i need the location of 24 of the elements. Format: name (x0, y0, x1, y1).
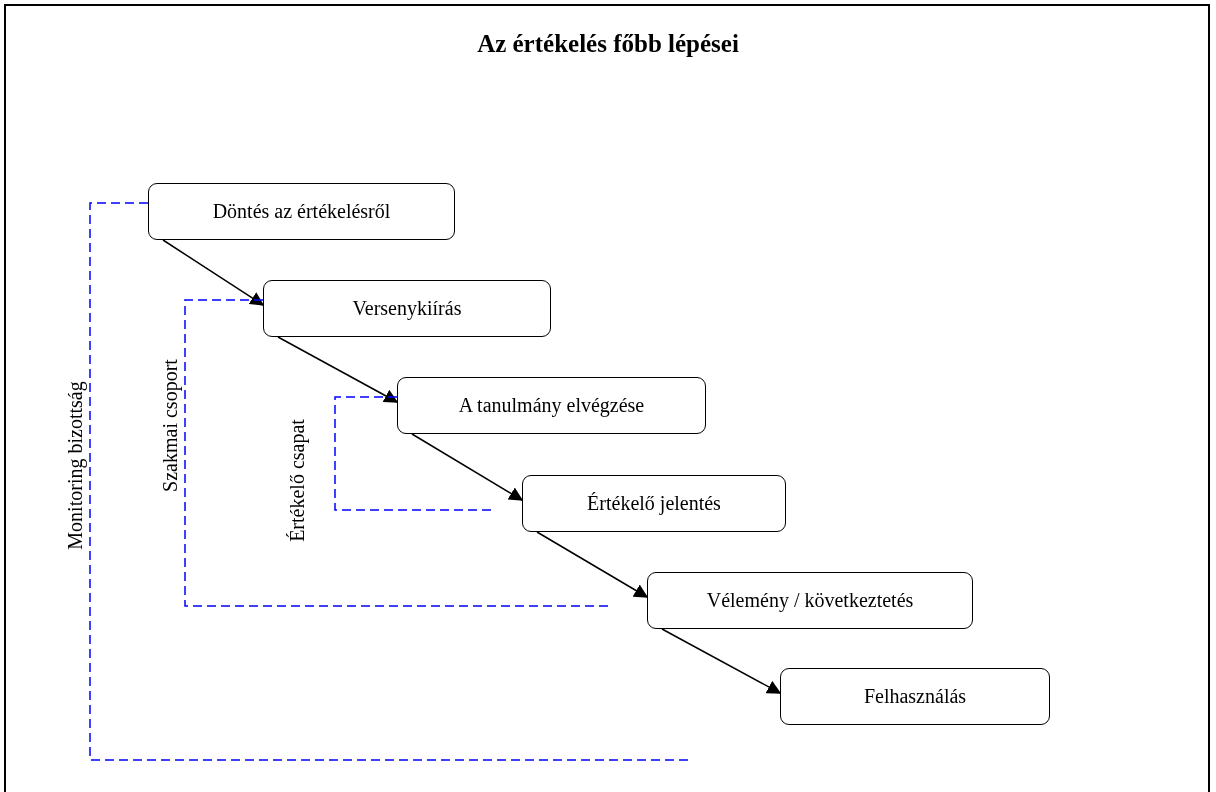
process-box (522, 475, 786, 532)
process-box (148, 183, 455, 240)
step-label: Értékelő jelentés (587, 492, 721, 515)
bracket-line (89, 202, 689, 761)
step-label: Felhasználás (863, 685, 967, 708)
process-box (263, 280, 551, 337)
process-box (780, 668, 1050, 725)
edge-label: Értékelő csapat (285, 418, 309, 542)
step-label: Döntés az értékelésről (212, 200, 391, 223)
step-label: Versenykiírás (352, 297, 462, 320)
bracket-line (184, 299, 611, 607)
arrow (162, 239, 265, 306)
arrow (411, 433, 524, 501)
process-box (647, 572, 973, 629)
diagram-title: Az értékelés főbb lépései (476, 30, 740, 58)
arrow (661, 628, 782, 694)
arrow (536, 531, 649, 598)
bracket-line (334, 396, 494, 511)
edge-label: Szakmai csoport (158, 358, 182, 492)
step-label: A tanulmány elvégzése (458, 394, 645, 417)
step-label: Vélemény / következtetés (706, 589, 914, 612)
arrow (277, 336, 399, 403)
process-box (397, 377, 706, 434)
edge-label: Monitoring bizottság (63, 380, 87, 550)
